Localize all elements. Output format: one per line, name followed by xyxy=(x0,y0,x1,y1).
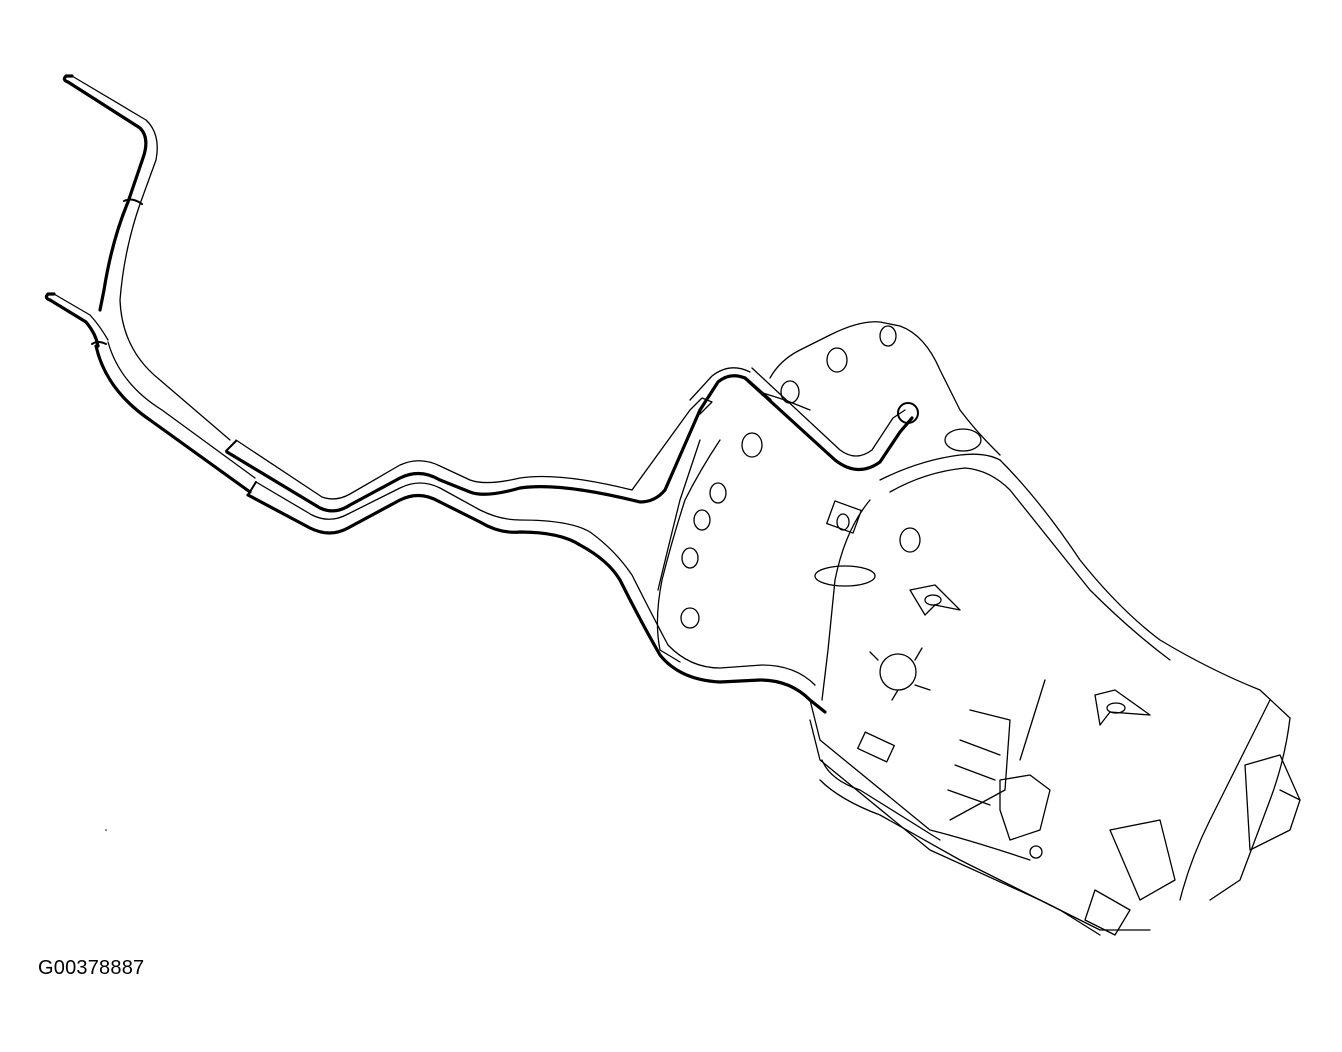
lower-cooler-line xyxy=(44,292,827,714)
stray-mark xyxy=(105,829,107,831)
upper-cooler-line xyxy=(62,74,919,513)
transmission-case xyxy=(656,321,1301,936)
figure-id-label: G00378887 xyxy=(38,957,145,979)
